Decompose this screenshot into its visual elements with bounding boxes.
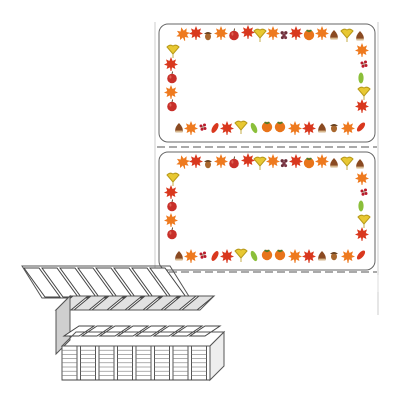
stack-lower-label xyxy=(80,325,114,337)
stack-lower-label xyxy=(116,325,150,337)
stack-fold-edge xyxy=(55,294,71,356)
fanfold-stack-icon xyxy=(21,265,226,382)
stack-lower-label xyxy=(98,325,132,337)
stack-lower-label xyxy=(152,325,186,337)
stack-lower-label xyxy=(134,325,168,337)
label-2 xyxy=(158,151,376,271)
stack-side-face xyxy=(209,330,225,382)
stack-lower-label xyxy=(188,325,222,337)
stack-top-label xyxy=(23,267,61,298)
stack-lower-label xyxy=(62,325,96,337)
stack-lower-label xyxy=(170,325,204,337)
label-1 xyxy=(158,23,376,143)
